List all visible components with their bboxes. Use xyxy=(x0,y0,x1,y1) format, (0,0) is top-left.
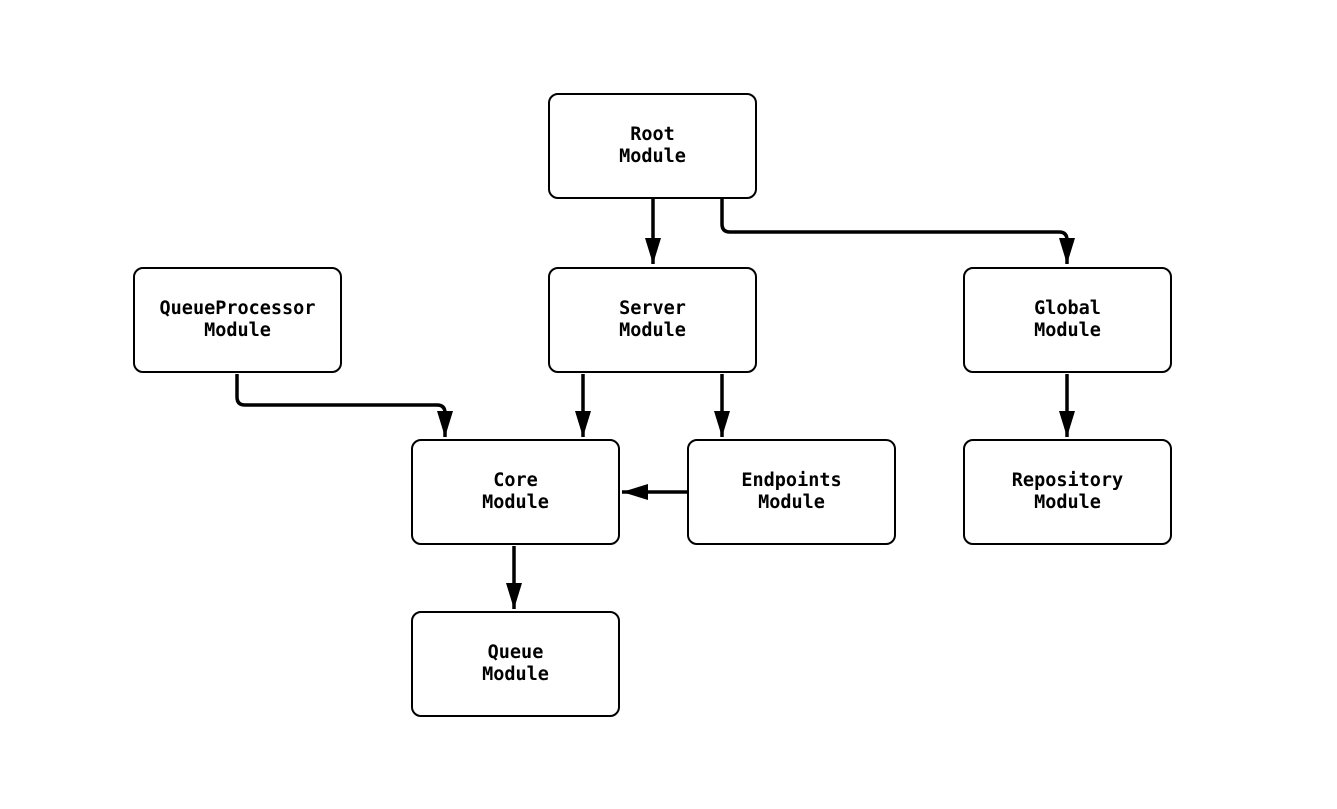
node-label-line: Module xyxy=(619,146,686,167)
node-queue-module: Queue Module xyxy=(411,611,620,717)
node-label-line: Global xyxy=(1034,298,1101,319)
node-label-line: Root xyxy=(630,124,675,145)
node-label-line: Module xyxy=(482,492,549,513)
node-server-module: Server Module xyxy=(548,267,757,373)
node-label-line: Module xyxy=(1034,320,1101,341)
node-label-line: Queue xyxy=(487,642,544,663)
node-label-line: Endpoints xyxy=(741,470,842,491)
node-label-line: Repository xyxy=(1011,470,1124,491)
node-label-line: Server xyxy=(619,298,686,319)
node-label-line: Module xyxy=(619,320,686,341)
node-endpoints-module: Endpoints Module xyxy=(687,439,896,545)
node-label-line: Module xyxy=(204,320,271,341)
node-root-module: Root Module xyxy=(548,93,757,199)
node-repository-module: Repository Module xyxy=(963,439,1172,545)
node-queueprocessor-module: QueueProcessor Module xyxy=(133,267,342,373)
node-global-module: Global Module xyxy=(963,267,1172,373)
node-core-module: Core Module xyxy=(411,439,620,545)
node-label-line: QueueProcessor xyxy=(159,298,316,319)
node-label-line: Module xyxy=(758,492,825,513)
edge-root-to-global xyxy=(720,199,1075,264)
node-label-line: Module xyxy=(482,664,549,685)
node-label-line: Core xyxy=(493,470,538,491)
node-label-line: Module xyxy=(1034,492,1101,513)
edge-queueprocessor-to-core xyxy=(235,374,453,437)
